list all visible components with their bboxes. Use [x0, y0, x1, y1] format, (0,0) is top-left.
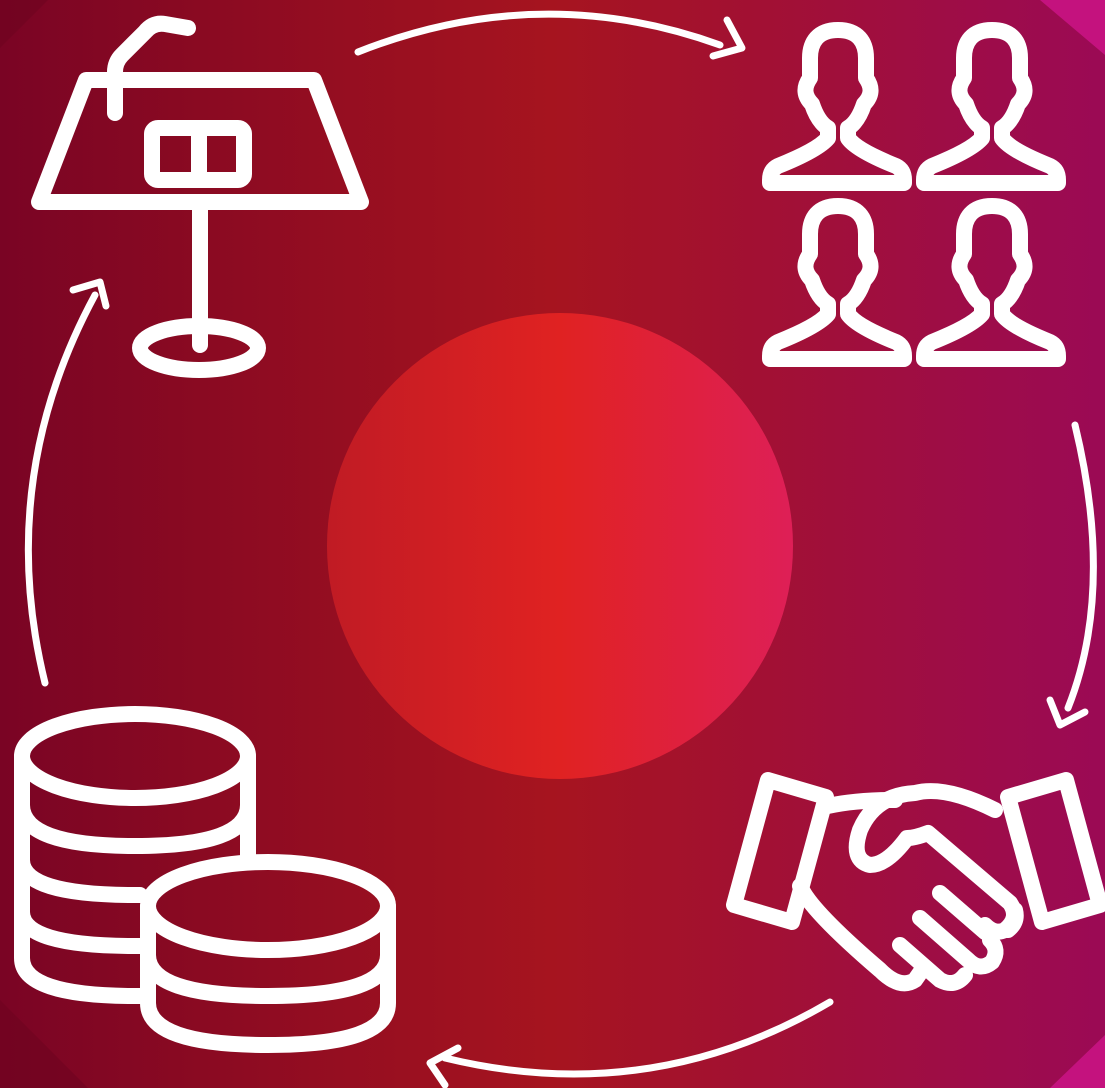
corner-accent-top-right	[1040, 0, 1105, 55]
flow-arrow-handshake-to-coins	[426, 998, 834, 1088]
corner-accent-bottom-right	[1050, 1035, 1105, 1088]
trade-booth-icon	[31, 15, 369, 378]
center-circle	[327, 313, 793, 779]
coin-stacks-icon	[14, 706, 396, 1053]
flow-arrow-people-to-handshake	[1046, 421, 1097, 729]
flow-arrow-coins-to-booth	[24, 278, 110, 687]
flow-arrow-booth-to-people	[354, 10, 746, 60]
people-group-icon	[762, 22, 1058, 359]
handshake-icon	[726, 772, 1105, 992]
corner-shade-top-left	[0, 0, 48, 48]
corner-shade-bottom-left	[0, 1000, 88, 1088]
